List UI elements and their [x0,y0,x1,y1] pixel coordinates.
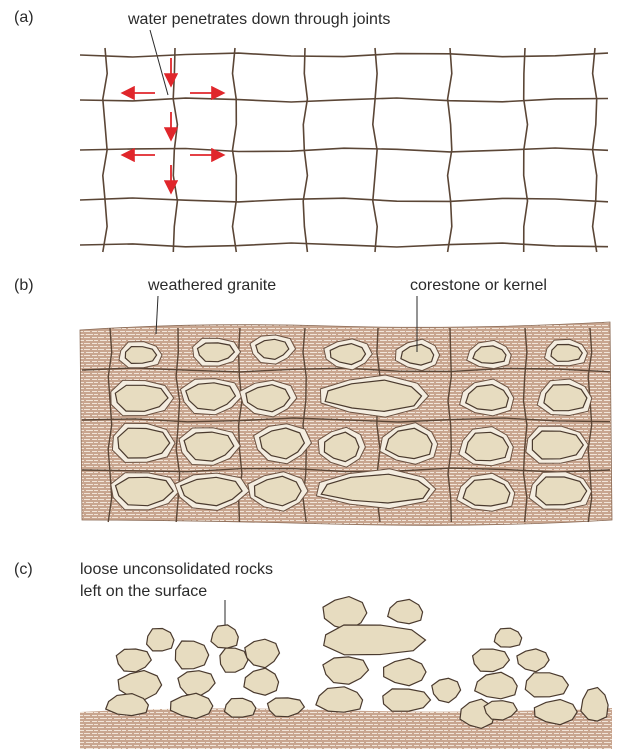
loose-rock [104,692,150,717]
corestone [462,478,511,507]
corestone [543,383,588,412]
loose-rock [431,677,462,704]
corestone [550,343,584,362]
horizontal-joint [81,417,611,423]
corestone [253,475,302,507]
loose-rock [533,698,578,726]
vertical-joint [231,47,238,253]
vertical-joint [591,47,598,253]
vertical-joint [107,327,113,523]
corestone [535,476,588,506]
corestone [324,379,423,413]
corestone [185,382,237,411]
loose-rock [243,667,280,696]
loose-rock [244,638,281,669]
horizontal-joint [79,52,609,58]
loose-rock [115,648,153,673]
corestone [384,427,433,460]
loose-rock [315,686,364,713]
horizontal-joint [79,97,609,103]
corestone [320,473,431,504]
loose-rock [382,688,432,712]
loose-rock [223,697,257,718]
loose-rock [524,672,570,698]
horizontal-joint [81,467,611,473]
vertical-joint [371,47,379,253]
corestone [531,430,585,460]
loose-rock [219,647,249,673]
loose-rock [386,598,424,625]
loose-rock [266,697,306,718]
corestone [464,383,510,412]
corestone-label: corestone or kernel [410,277,547,294]
corestone [245,384,291,413]
corestone [179,476,243,507]
corestone [464,431,510,462]
loose-rock [169,692,214,720]
loose-rock [493,627,523,648]
panel-c-caption-line2: left on the surface [80,583,207,600]
corestones [110,334,593,512]
loose-rock [382,657,427,687]
panel-b: (b) weathered granite corestone or kerne… [14,277,613,526]
corestone [183,431,235,462]
loose-rock [516,648,550,673]
loose-rock [322,656,370,685]
vertical-joint [101,47,109,253]
corestone [114,384,169,412]
vertical-joint [172,47,179,253]
panel-a-leader-line [149,29,169,96]
corestone [329,342,367,366]
vertical-joint [446,47,453,253]
panel-a-label: (a) [14,9,34,26]
vertical-joint [302,47,309,253]
weathered-granite-label: weathered granite [147,277,276,294]
corestone [117,427,171,459]
corestone [114,476,174,507]
horizontal-joint [79,197,609,203]
corestone [259,427,306,460]
loose-rock [117,669,163,701]
corestone [255,338,290,361]
panel-b-label: (b) [14,277,34,294]
horizontal-joint [79,242,609,248]
loose-rock [177,670,216,697]
loose-rock [580,686,609,722]
loose-rock [471,648,511,673]
loose-rocks [104,595,609,730]
loose-rock [483,700,518,721]
horizontal-joint [79,147,609,153]
corestone [124,345,158,365]
corestone [323,431,360,463]
loose-rock [473,671,518,700]
loose-rock [323,624,427,656]
loose-rock [145,627,175,652]
joint-grid [79,47,609,253]
panel-c-caption-line1: loose unconsolidated rocks [80,561,273,578]
weathered-granite-leader [155,295,159,335]
panel-c-label: (c) [14,561,33,578]
corestone [472,345,507,365]
corestone [196,342,236,363]
panel-c: (c) loose unconsolidated rocks left on t… [14,561,612,749]
water-arrows [120,58,226,195]
loose-rock [210,624,239,649]
corestone [400,343,435,366]
vertical-joint [447,327,453,523]
vertical-joint [522,47,529,253]
loose-rock [174,640,210,670]
vertical-joint [522,327,528,523]
ground-surface [80,708,612,749]
panel-a: (a) water penetrates down through joints [14,9,609,253]
panel-a-caption: water penetrates down through joints [127,11,390,28]
